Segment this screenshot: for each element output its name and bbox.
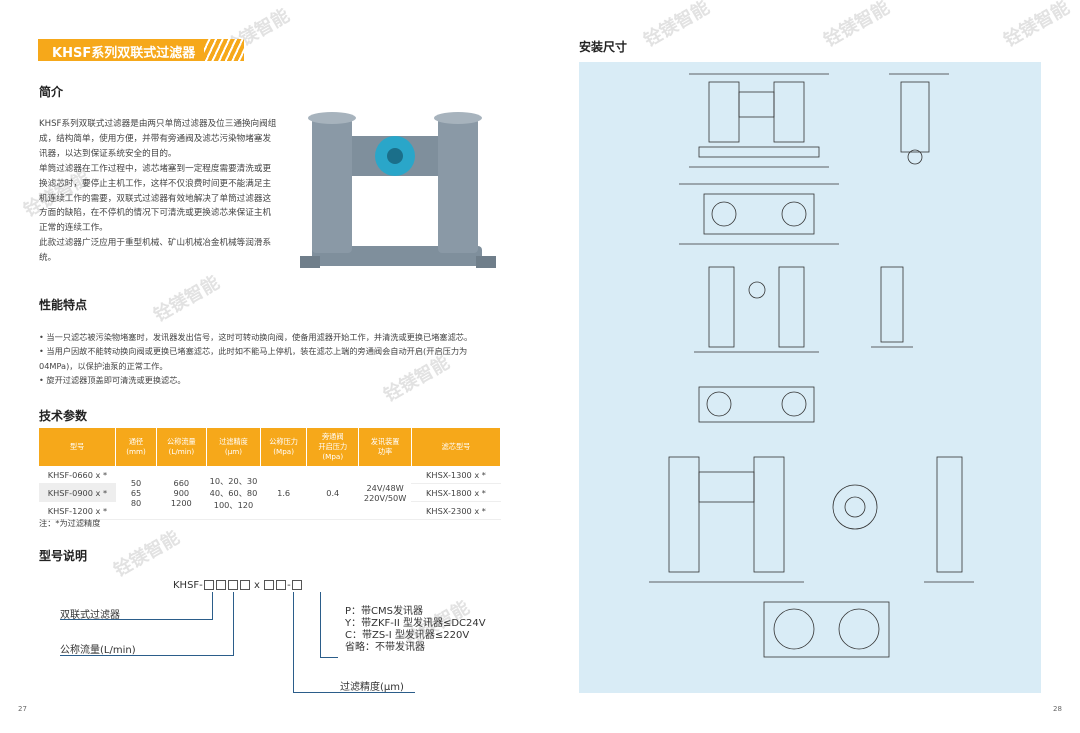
col-header: 过滤精度 (μm) [206, 428, 262, 466]
connector-line [212, 592, 213, 619]
connector-line [233, 592, 234, 655]
table-cell: KHSF-0660 x * [39, 466, 116, 484]
connector-line [293, 592, 294, 692]
table-cell: 1.6 [260, 466, 307, 520]
drawing-section-view [832, 484, 878, 530]
col-header: 发讯装置 功率 [358, 428, 412, 466]
install-heading: 安装尺寸 [579, 40, 628, 54]
table-row: KHSF-1200 x * KHSX-2300 x * [39, 501, 501, 520]
label-double-filter: 双联式过滤器 [60, 610, 120, 621]
connector-line [60, 619, 213, 620]
table-cell: KHSX-1300 x * [411, 466, 501, 484]
spec-table: 型号 通径 (mm) 公称流量 (L/min) 过滤精度 (μm) 公称压力 (… [39, 428, 502, 520]
connector-line [293, 692, 415, 693]
col-header: 公称压力 (Mpa) [260, 428, 308, 466]
features-heading: 性能特点 [39, 298, 88, 312]
feature-item: • 当用户因故不能转动换向阀或更换已堵塞滤芯，此时如不能马上停机，装在滤芯上端的… [39, 346, 468, 357]
page-number-left: 27 [18, 705, 27, 713]
connector-line [60, 655, 234, 656]
watermark: 铨镁智能 [640, 0, 714, 52]
feature-item: • 当一只滤芯被污染物堵塞时，发讯器发出信号，这时可转动换向阀，使备用滤器开始工… [39, 332, 473, 342]
watermark: 铨镁智能 [110, 527, 184, 582]
drawing-top-view-1 [679, 183, 839, 245]
drawing-front-view-2 [694, 266, 819, 353]
page-title: KHSF系列双联式过滤器 [52, 46, 196, 61]
feature-item: • 旋开过滤器顶盖即可清洗或更换滤芯。 [39, 375, 186, 386]
col-header: 通径 (mm) [115, 428, 157, 466]
table-note: 注：*为过滤精度 [39, 518, 101, 528]
table-cell: KHSF-1200 x * [39, 501, 116, 520]
features-list: • 当一只滤芯被污染物堵塞时，发讯器发出信号，这时可转动换向阀，使备用滤器开始工… [39, 330, 539, 388]
table-cell: KHSX-1800 x * [411, 483, 501, 502]
table-cell: KHSF-0900 x * [39, 483, 116, 502]
table-cell: KHSX-2300 x * [411, 501, 501, 520]
watermark: 铨镁智能 [820, 0, 894, 52]
model-heading: 型号说明 [39, 549, 88, 563]
drawing-side-view-1 [889, 73, 949, 165]
col-header: 滤芯型号 [411, 428, 502, 466]
tech-heading: 技术参数 [39, 409, 88, 423]
installation-drawings [649, 73, 974, 658]
table-row: KHSF-0900 x * KHSX-1800 x * [39, 483, 501, 502]
connector-line [320, 657, 338, 658]
watermark: 铨镁智能 [150, 272, 224, 327]
label-precision: 过滤精度(μm) [340, 682, 404, 693]
connector-line [320, 592, 321, 657]
table-cell: 0.4 [306, 466, 359, 520]
title-banner [38, 39, 244, 61]
model-code: KHSF- x - [173, 580, 303, 591]
drawing-side-view-2 [871, 266, 913, 348]
drawing-side-view-3 [924, 456, 974, 583]
col-header: 旁通阀 开启压力 (Mpa) [306, 428, 360, 466]
col-header: 公称流量 (L/min) [156, 428, 207, 466]
intro-text: KHSF系列双联式过滤器是由两只单筒过滤器及位三通换向阀组成，结构简单，使用方便… [39, 119, 277, 264]
product-image [300, 112, 496, 268]
intro-heading: 简介 [39, 85, 64, 99]
page-number-right: 28 [1053, 705, 1062, 713]
drawing-top-view-3 [763, 601, 890, 658]
drawing-top-view-2 [698, 386, 815, 423]
drawing-front-view-1 [689, 73, 829, 168]
feature-item: 04MPa)，以保护油泵的正常工作。 [39, 360, 168, 371]
banner-stripes [204, 39, 244, 61]
watermark: 铨镁智能 [1000, 0, 1074, 52]
label-flow: 公称流量(L/min) [60, 645, 136, 656]
drawing-front-view-3 [649, 456, 804, 583]
col-header: 型号 [39, 428, 117, 466]
spec-header-row: 型号 通径 (mm) 公称流量 (L/min) 过滤精度 (μm) 公称压力 (… [39, 428, 502, 466]
